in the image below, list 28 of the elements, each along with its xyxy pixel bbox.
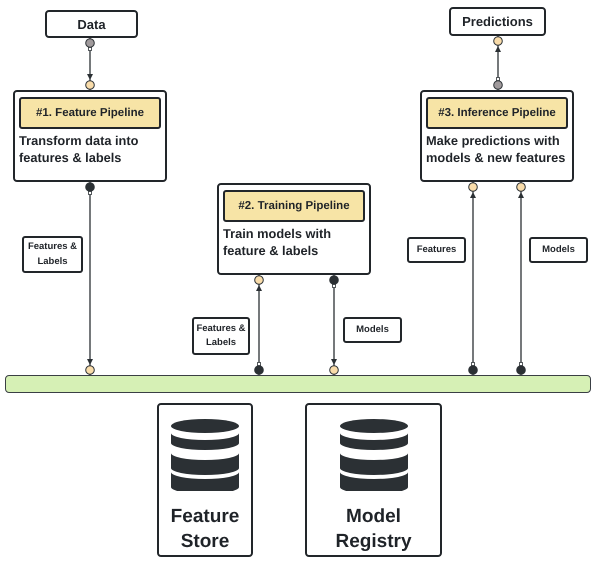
- edge-label: Features: [407, 237, 466, 263]
- pipeline-title: #3. Inference Pipeline: [426, 97, 568, 129]
- storage-box: [305, 403, 442, 557]
- arrow: [493, 36, 503, 90]
- pipeline-box: [217, 183, 371, 275]
- store-label: Feature Store: [170, 505, 240, 554]
- storage-bar: [5, 375, 591, 393]
- pipeline-description: Make predictions with models & new features: [426, 133, 566, 166]
- edge-label: Models: [343, 317, 402, 343]
- pipeline-box: [13, 90, 167, 182]
- arrow: [329, 275, 339, 375]
- arrow: [85, 38, 95, 90]
- data-box: Predictions: [449, 7, 546, 36]
- edge-label: Features & Labels: [192, 317, 250, 355]
- storage-box: [157, 403, 253, 557]
- edge-label: Models: [529, 237, 588, 263]
- arrow: [85, 182, 95, 375]
- arrow: [468, 182, 478, 375]
- pipeline-title: #1. Feature Pipeline: [19, 97, 161, 129]
- pipeline-box: [420, 90, 574, 182]
- arrow: [254, 275, 264, 375]
- pipeline-description: Transform data into features & labels: [19, 133, 140, 166]
- pipeline-description: Train models with feature & labels: [223, 226, 332, 260]
- arrow: [516, 182, 526, 375]
- pipeline-title: #2. Training Pipeline: [223, 190, 365, 222]
- store-label: Model Registry: [334, 505, 413, 554]
- edge-label: Features & Labels: [22, 236, 83, 273]
- data-box: Data: [45, 10, 138, 38]
